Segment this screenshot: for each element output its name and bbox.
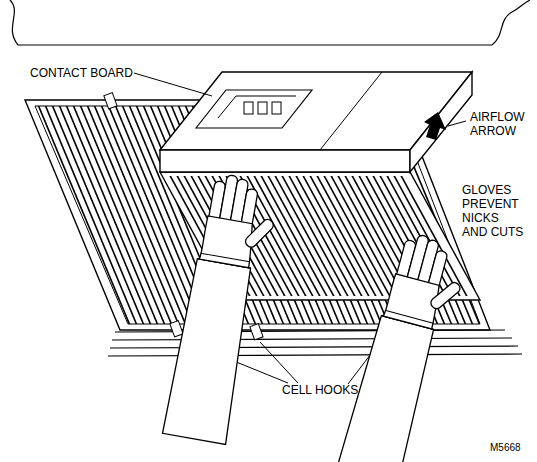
safety-note: GLOVES PREVENT NICKS AND CUTS <box>462 183 526 239</box>
mounting-rails <box>108 330 522 356</box>
label-leaders <box>134 73 466 126</box>
figure-number: M5668 <box>490 441 534 455</box>
part-label: CONTACT BOARD <box>30 66 140 80</box>
glove <box>163 171 283 446</box>
glove <box>331 229 472 462</box>
electronic-cell <box>90 72 491 302</box>
ceiling <box>10 0 530 45</box>
part-label: AIRFLOW ARROW <box>470 110 528 138</box>
cell-hooks <box>104 93 393 340</box>
gloved-hands <box>163 171 473 462</box>
part-label: CELL HOOKS <box>282 383 392 397</box>
